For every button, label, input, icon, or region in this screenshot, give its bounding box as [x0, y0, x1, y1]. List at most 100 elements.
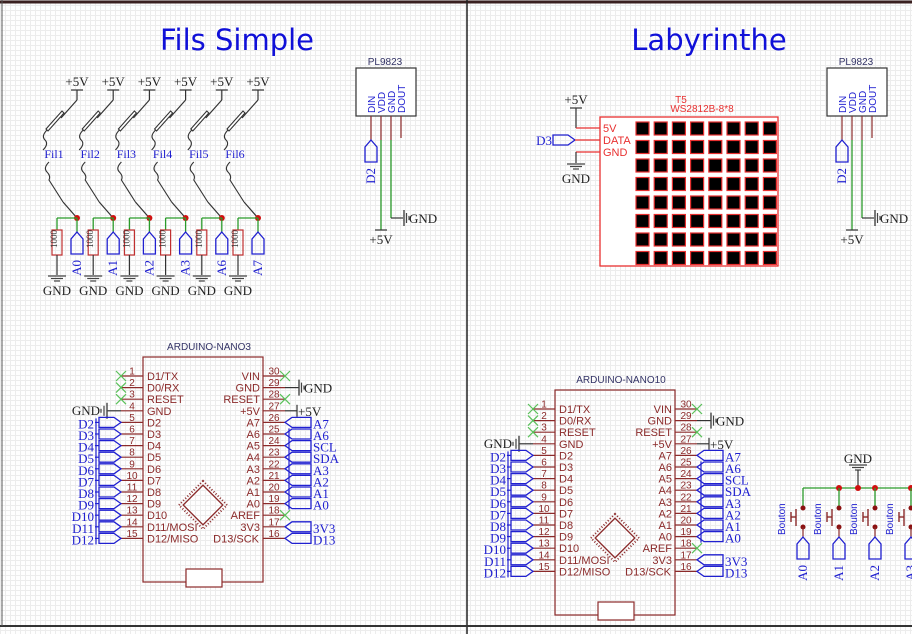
- net-port-A3[interactable]: A3: [178, 231, 193, 276]
- net-port-A3[interactable]: A3: [903, 536, 912, 581]
- gnd-symbol[interactable]: GND: [72, 402, 108, 419]
- net-port-D2[interactable]: D2: [363, 139, 378, 184]
- net-port-D9[interactable]: [98, 497, 123, 510]
- net-port-D2[interactable]: [510, 449, 535, 462]
- vcc-symbol[interactable]: +5V: [246, 74, 270, 91]
- gnd-symbol[interactable]: GND: [403, 210, 437, 226]
- net-port-D10[interactable]: [510, 542, 535, 554]
- net-port-D3[interactable]: [98, 428, 123, 440]
- net-port-A0[interactable]: A0: [69, 231, 84, 276]
- net-port-A6[interactable]: A6: [214, 231, 229, 276]
- gnd-symbol[interactable]: GND: [43, 275, 71, 298]
- net-port-D6[interactable]: [98, 463, 123, 475]
- vcc-symbol[interactable]: +5V: [102, 74, 126, 91]
- vcc-symbol[interactable]: +5V: [369, 229, 393, 247]
- net-port-D9[interactable]: [510, 530, 535, 543]
- gnd-symbol[interactable]: GND: [298, 379, 332, 396]
- net-port-D2[interactable]: D2: [834, 139, 849, 184]
- net-port-D12[interactable]: [98, 532, 123, 545]
- net-port-D2[interactable]: [98, 416, 123, 429]
- net-port-D8[interactable]: [510, 519, 535, 531]
- net-port-A1[interactable]: A1: [831, 536, 846, 581]
- net-port-D10[interactable]: [98, 509, 123, 521]
- vcc-symbol[interactable]: +5V: [564, 92, 588, 109]
- net-port-D12[interactable]: [510, 565, 535, 578]
- net-port-D11[interactable]: [98, 521, 123, 533]
- gnd-symbol[interactable]: GND: [484, 435, 520, 452]
- gnd-symbol[interactable]: GND: [188, 275, 216, 298]
- net-port-A2[interactable]: A2: [141, 231, 156, 276]
- fils-circuit[interactable]: +5VFil11000GNDA0+5VFil21000GNDA1+5VFil31…: [42, 74, 270, 298]
- net-port-D4[interactable]: [510, 472, 535, 485]
- net-port-A1[interactable]: A1: [105, 231, 120, 276]
- net-port-D6[interactable]: [510, 496, 535, 508]
- vcc-symbol[interactable]: +5V: [138, 74, 162, 91]
- net-port-D11[interactable]: [510, 554, 535, 566]
- net-port-A7[interactable]: A7: [250, 231, 265, 276]
- gnd-symbol[interactable]: GND: [224, 275, 252, 298]
- pin-right-27[interactable]: 27+5V+5V: [240, 401, 322, 419]
- net-port-A0[interactable]: A0: [795, 536, 810, 581]
- gnd-symbol[interactable]: GND: [115, 275, 143, 298]
- net-port-A2[interactable]: A2: [867, 536, 882, 581]
